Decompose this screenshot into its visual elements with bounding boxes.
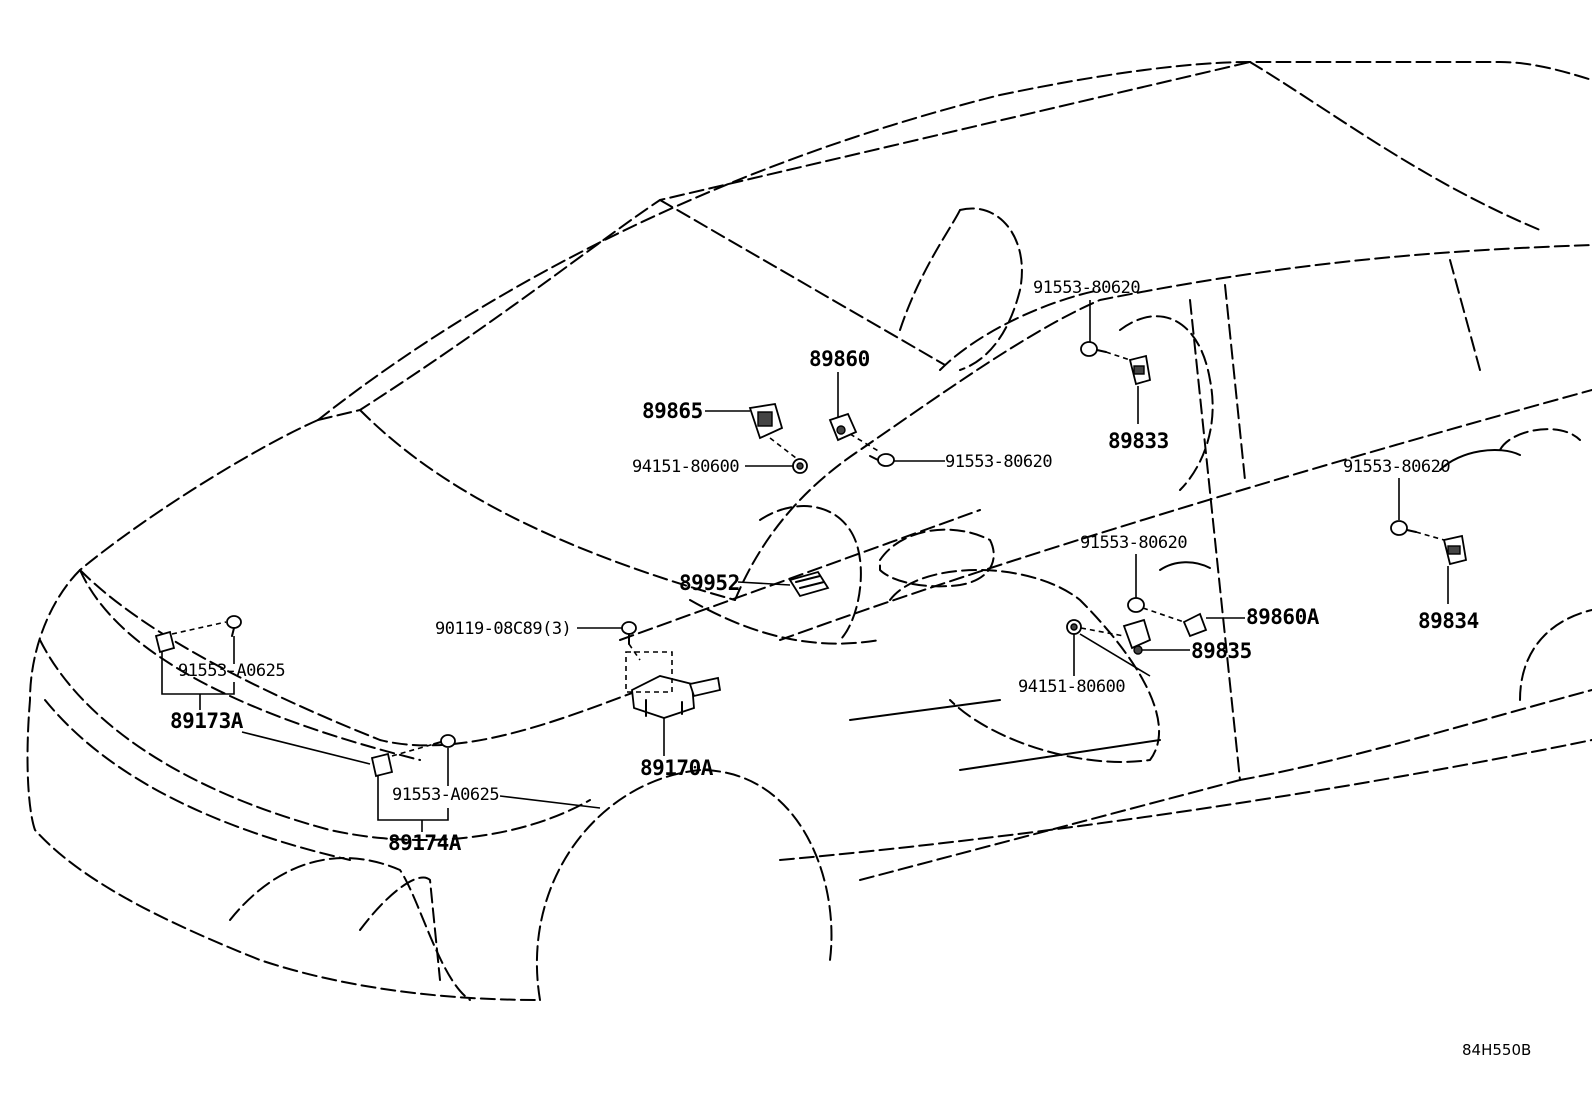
- callout-89173A: 89173A: [170, 709, 244, 733]
- part-91553-80620-middle-icon: [869, 453, 895, 467]
- part-91553-A0625-centre-icon: [433, 734, 456, 748]
- callout-91553-80620-middle: 91553-80620: [945, 452, 1052, 472]
- part-89860-icon: [828, 412, 858, 442]
- callout-91553-A0625-left: 91553-A0625: [178, 661, 285, 681]
- part-94151-80600-lower-icon: [1066, 619, 1082, 635]
- figure-reference-code: 84H550B: [1462, 1041, 1531, 1059]
- callout-94151-80600-lower: 94151-80600: [1018, 677, 1125, 697]
- callout-89170A: 89170A: [640, 756, 714, 780]
- part-89173A-icon: [154, 630, 176, 654]
- callout-labels: 91553-80620 89860 89865 94151-80600 9155…: [170, 278, 1479, 855]
- components: [154, 341, 1468, 778]
- callout-89952: 89952: [679, 571, 740, 595]
- callout-94151-80600-upper: 94151-80600: [632, 457, 739, 477]
- car-body-outline: [26, 61, 1592, 1001]
- part-94151-80600-upper-icon: [792, 458, 808, 474]
- part-91553-80620-top-icon: [1080, 341, 1107, 357]
- callout-91553-80620-top: 91553-80620: [1033, 278, 1140, 298]
- callout-91553-A0625-centre: 91553-A0625: [392, 785, 499, 805]
- part-91553-80620-right-icon: [1390, 520, 1417, 536]
- callout-89860: 89860: [809, 347, 870, 371]
- callout-89834: 89834: [1418, 609, 1479, 633]
- callout-89833: 89833: [1108, 429, 1169, 453]
- part-91553-80620-lower-icon: [1127, 597, 1145, 613]
- callout-91553-80620-lower: 91553-80620: [1080, 533, 1187, 553]
- part-89860A-icon: [1182, 612, 1208, 638]
- part-91553-A0625-left-icon: [226, 615, 242, 637]
- part-89835-icon: [1122, 618, 1152, 655]
- callout-89865: 89865: [642, 399, 703, 423]
- part-89170A-icon: [625, 651, 722, 719]
- part-89834-icon: [1442, 534, 1468, 566]
- part-89833-icon: [1128, 354, 1152, 386]
- leader-lines: [161, 300, 1449, 832]
- part-89174A-icon: [370, 752, 394, 778]
- callout-89174A: 89174A: [388, 831, 462, 855]
- callout-89860A: 89860A: [1246, 605, 1320, 629]
- callout-90119-08C89: 90119-08C89(3): [435, 619, 571, 639]
- part-89952-icon: [788, 570, 830, 598]
- callout-91553-80620-right: 91553-80620: [1343, 457, 1450, 477]
- part-89865-icon: [748, 402, 784, 440]
- part-90119-08C89-icon: [621, 621, 637, 645]
- callout-89835: 89835: [1191, 639, 1252, 663]
